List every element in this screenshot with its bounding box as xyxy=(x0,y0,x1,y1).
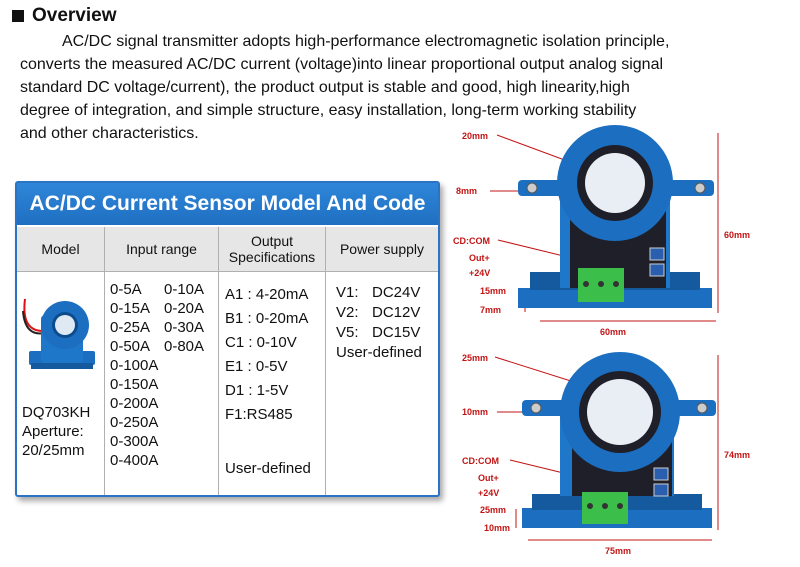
power-header: Power supply xyxy=(326,227,438,272)
input-range-header: Input range xyxy=(105,227,218,272)
output-user-defined: User-defined xyxy=(225,460,311,477)
top-vcc-label: +24V xyxy=(469,268,491,278)
power-list: V1:DC24V V2:DC12V V5:DC15V User-defined xyxy=(336,284,422,361)
bottom-vcc-label: +24V xyxy=(478,488,500,498)
model-header: Model xyxy=(17,227,104,272)
power-column: Power supply V1:DC24V V2:DC12V V5:DC15V … xyxy=(326,227,438,495)
bottom-base-label: 25mm xyxy=(480,505,507,515)
square-bullet-icon xyxy=(12,10,24,22)
paragraph-line: degree of integration, and simple struct… xyxy=(20,102,637,119)
paragraph-line: converts the measured AC/DC current (vol… xyxy=(20,56,664,73)
model-column: Model DQ703KH Aperture: 20/25mm xyxy=(17,227,105,495)
bottom-height-label: 74mm xyxy=(724,450,751,460)
top-mount-label: 8mm xyxy=(456,186,478,196)
bottom-aperture-label: 25mm xyxy=(462,353,489,363)
output-list: A1 : 4-20mA B1 : 0-20mA C1 : 0-10V E1 : … xyxy=(225,286,309,423)
section-heading: Overview xyxy=(12,5,117,27)
overview-paragraph: AC/DC signal transmitter adopts high-per… xyxy=(20,30,790,145)
top-width-label: 60mm xyxy=(600,327,627,337)
table-title: AC/DC Current Sensor Model And Code xyxy=(17,183,438,225)
bottom-foot-label: 10mm xyxy=(484,523,511,533)
paragraph-line: standard DC voltage/current), the produc… xyxy=(20,79,630,96)
bottom-com-label: CD:COM xyxy=(462,456,499,466)
bottom-out-label: Out+ xyxy=(478,473,499,483)
model-text: DQ703KH Aperture: 20/25mm xyxy=(22,404,91,459)
bottom-mount-label: 10mm xyxy=(462,407,489,417)
sensor-photo xyxy=(22,298,95,369)
top-com-label: CD:COM xyxy=(453,236,490,246)
paragraph-line: AC/DC signal transmitter adopts high-per… xyxy=(62,33,670,50)
bottom-width-label: 75mm xyxy=(605,546,632,556)
top-foot-label: 7mm xyxy=(480,305,502,315)
top-out-label: Out+ xyxy=(469,253,490,263)
top-aperture-label: 20mm xyxy=(462,131,489,141)
heading-text: Overview xyxy=(32,5,117,26)
paragraph-line: and other characteristics. xyxy=(20,125,199,142)
top-base-label: 15mm xyxy=(480,286,507,296)
top-height-label: 60mm xyxy=(724,230,751,240)
model-code-table: AC/DC Current Sensor Model And Code Mode… xyxy=(15,181,440,497)
